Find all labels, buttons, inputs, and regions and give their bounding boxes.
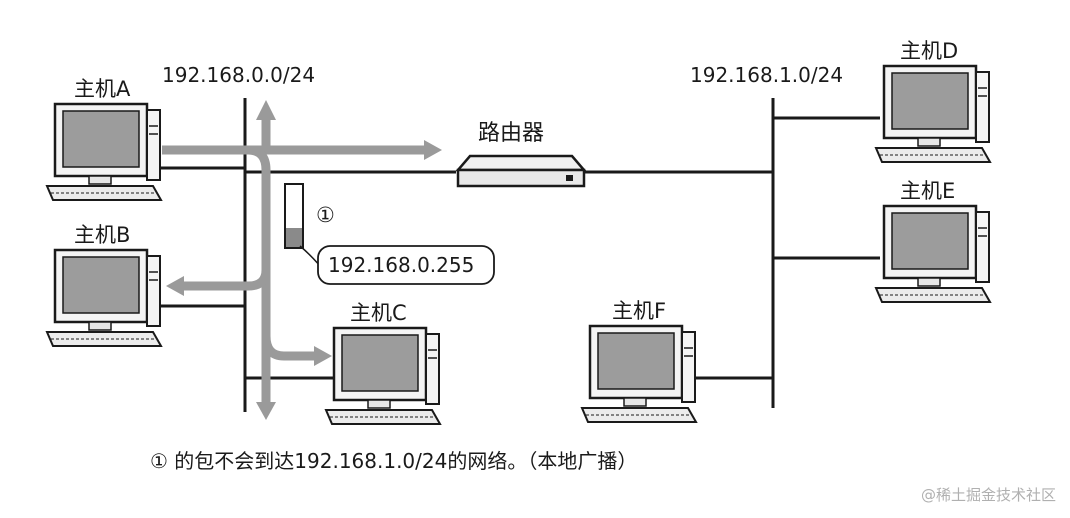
computer-icon xyxy=(45,248,163,348)
arrowhead-host-b xyxy=(166,276,184,296)
host-d-label: 主机D xyxy=(900,39,958,63)
arrowhead-up xyxy=(256,100,276,120)
cables xyxy=(154,98,880,412)
arrowhead-router xyxy=(424,140,442,160)
host-b-label: 主机B xyxy=(74,223,130,247)
host-f: 主机F xyxy=(580,299,698,424)
computer-icon xyxy=(324,326,442,426)
arrowheads xyxy=(166,100,442,420)
computer-icon xyxy=(580,324,698,424)
router-icon xyxy=(455,154,587,188)
host-a: 主机A xyxy=(45,77,163,202)
watermark: @稀土掘金技术社区 xyxy=(921,486,1056,504)
host-c-label: 主机C xyxy=(350,301,407,325)
arrow-to-host-b xyxy=(182,269,271,291)
host-a-label: 主机A xyxy=(74,77,131,101)
packet-icon xyxy=(284,183,304,249)
left-network-label: 192.168.0.0/24 xyxy=(162,63,315,87)
right-network-label: 192.168.1.0/24 xyxy=(690,63,843,87)
host-f-label: 主机F xyxy=(612,299,666,323)
host-b: 主机B xyxy=(45,223,163,348)
host-e: 主机E xyxy=(874,179,992,304)
arrowhead-host-c xyxy=(314,346,332,366)
host-d: 主机D xyxy=(874,39,992,164)
arrowhead-down xyxy=(256,402,276,420)
arrow-vertical xyxy=(247,145,271,404)
host-c: 主机C xyxy=(324,301,442,426)
caption: ① 的包不会到达192.168.1.0/24的网络。（本地广播） xyxy=(150,449,637,473)
packet-marker: ① xyxy=(316,203,335,227)
host-e-label: 主机E xyxy=(900,179,955,203)
computer-icon xyxy=(874,204,992,304)
computer-icon xyxy=(874,64,992,164)
arrow-to-host-c xyxy=(261,335,316,361)
computer-icon xyxy=(45,102,163,202)
broadcast-arrows xyxy=(162,118,424,404)
router-label: 路由器 xyxy=(478,121,544,146)
packet-address-box xyxy=(317,245,495,285)
packet-address: 192.168.0.255 xyxy=(328,253,474,277)
